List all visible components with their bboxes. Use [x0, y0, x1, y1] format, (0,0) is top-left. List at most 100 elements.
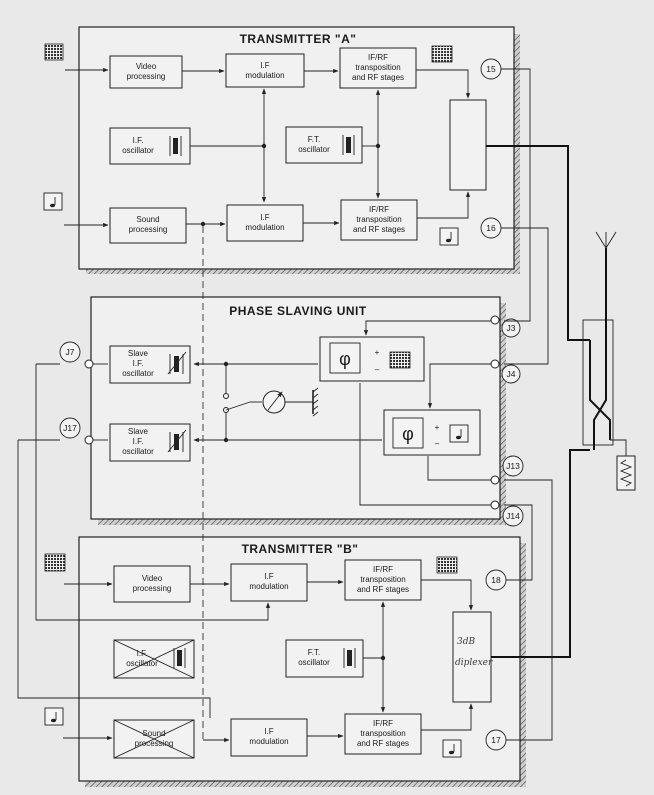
transmitter-b: TRANSMITTER "B" Video processing I.F mod… [44, 536, 526, 787]
svg-text:IF/RF: IF/RF [373, 565, 393, 574]
svg-text:I.F.: I.F. [133, 359, 144, 368]
svg-text:Sound: Sound [142, 729, 165, 738]
connector-j13: J13 [490, 455, 524, 485]
crystal-icon [177, 650, 182, 666]
svg-text:modulation: modulation [245, 71, 284, 80]
ft-oscillator-block-a: F.T. oscillator [285, 126, 363, 164]
handwritten-note: diplexer [455, 658, 493, 668]
diplexer-block-b: 3dB diplexer [452, 611, 493, 703]
svg-text:Video: Video [136, 62, 157, 71]
svg-text:transposition: transposition [355, 63, 400, 72]
svg-text:processing: processing [127, 72, 166, 81]
cross-out-mark [113, 639, 195, 679]
svg-text:18: 18 [491, 575, 501, 585]
ifrf-stages-block-b-sound: IF/RF transposition and RF stages [344, 713, 422, 755]
ft-oscillator-block-b: F.T. oscillator [285, 639, 364, 678]
svg-text:16: 16 [486, 223, 496, 233]
svg-text:oscillator: oscillator [122, 447, 154, 456]
sound-reference-icon [449, 424, 469, 443]
if-modulation-block-a-video: I.F modulation [225, 53, 305, 88]
svg-text:and RF stages: and RF stages [352, 73, 404, 82]
phi-symbol: φ [339, 349, 351, 369]
svg-text:transposition: transposition [360, 729, 405, 738]
svg-text:modulation: modulation [245, 223, 284, 232]
combiner-block-a [449, 99, 487, 191]
svg-text:17: 17 [491, 735, 501, 745]
if-oscillator-block-b-disabled: I.F. oscillator [113, 639, 195, 679]
svg-text:and RF stages: and RF stages [357, 739, 409, 748]
transmitter-a: TRANSMITTER "A" Video processing I.F mod… [43, 26, 520, 274]
ifrf-stages-block-a-sound: IF/RF transposition and RF stages [340, 199, 418, 241]
phase-meter-icon [262, 387, 319, 417]
connector-j14: J14 [490, 500, 524, 527]
dummy-load-icon [616, 455, 636, 491]
svg-text:J7: J7 [66, 347, 75, 357]
svg-text:I.F.: I.F. [133, 437, 144, 446]
svg-text:15: 15 [486, 64, 496, 74]
connector-j7: J7 [59, 341, 94, 369]
sound-output-icon-a [439, 227, 459, 246]
sound-output-icon-b [442, 739, 462, 758]
slave-oscillator-block-top: Slave I.F. oscillator [109, 345, 191, 384]
video-input-icon [44, 553, 66, 572]
svg-text:processing: processing [133, 584, 172, 593]
svg-text:J14: J14 [506, 511, 520, 521]
svg-text:modulation: modulation [249, 737, 288, 746]
svg-text:oscillator: oscillator [122, 146, 154, 155]
svg-text:oscillator: oscillator [298, 145, 330, 154]
connector-j4: J4 [490, 359, 521, 384]
video-reference-icon [389, 351, 411, 369]
svg-text:I.F.: I.F. [133, 136, 144, 145]
handwritten-note: 3dB [457, 637, 475, 647]
svg-text:I.F: I.F [264, 572, 273, 581]
phase-comparator-bottom: φ + – [383, 409, 481, 456]
if-oscillator-block-a: I.F. oscillator [109, 127, 191, 165]
svg-text:IF/RF: IF/RF [368, 53, 388, 62]
phase-slaving-unit: PHASE SLAVING UNIT Slave I.F. oscillator… [59, 296, 524, 527]
ifrf-stages-block-a-video: IF/RF transposition and RF stages [339, 47, 417, 89]
if-modulation-block-a-sound: I.F modulation [226, 204, 304, 242]
connector-j17: J17 [59, 417, 94, 445]
transmitter-a-title: TRANSMITTER "A" [240, 32, 357, 46]
if-modulation-block-b-sound: I.F modulation [230, 718, 308, 757]
if-modulation-block-b-video: I.F modulation [230, 563, 308, 602]
svg-text:–: – [375, 365, 380, 374]
svg-text:oscillator: oscillator [126, 659, 158, 668]
svg-text:+: + [375, 348, 380, 357]
svg-text:J17: J17 [63, 423, 77, 433]
svg-text:modulation: modulation [249, 582, 288, 591]
svg-text:processing: processing [129, 225, 168, 234]
phase-comparator-top: φ + – [319, 336, 425, 382]
sound-input-icon [44, 707, 64, 726]
svg-text:Slave: Slave [128, 349, 149, 358]
sound-processing-block-a: Sound processing [109, 207, 187, 244]
svg-text:I.F: I.F [260, 61, 269, 70]
video-processing-block-b: Video processing [113, 565, 191, 603]
crystal-icon [173, 138, 178, 154]
svg-text:J3: J3 [507, 323, 516, 333]
phase-slaving-unit-title: PHASE SLAVING UNIT [229, 304, 367, 318]
selector-switch [223, 393, 262, 413]
video-output-icon-a [431, 45, 453, 63]
svg-text:J13: J13 [506, 461, 520, 471]
svg-text:transposition: transposition [356, 215, 401, 224]
connector-j3: J3 [490, 315, 521, 338]
phi-symbol: φ [402, 424, 414, 444]
svg-text:and RF stages: and RF stages [357, 585, 409, 594]
antenna-icon [595, 231, 617, 260]
svg-text:Sound: Sound [136, 215, 159, 224]
crystal-icon [347, 650, 352, 666]
ifrf-stages-block-b-video: IF/RF transposition and RF stages [344, 559, 422, 601]
svg-text:and RF stages: and RF stages [353, 225, 405, 234]
slave-oscillator-block-bottom: Slave I.F. oscillator [109, 423, 191, 462]
svg-text:I.F: I.F [264, 727, 273, 736]
svg-text:Video: Video [142, 574, 163, 583]
sound-input-icon [43, 192, 63, 211]
crystal-icon [346, 137, 351, 153]
svg-text:oscillator: oscillator [122, 369, 154, 378]
svg-text:J4: J4 [507, 369, 516, 379]
antenna-output-network [486, 145, 636, 658]
svg-text:processing: processing [135, 739, 174, 748]
svg-text:F.T.: F.T. [308, 135, 320, 144]
